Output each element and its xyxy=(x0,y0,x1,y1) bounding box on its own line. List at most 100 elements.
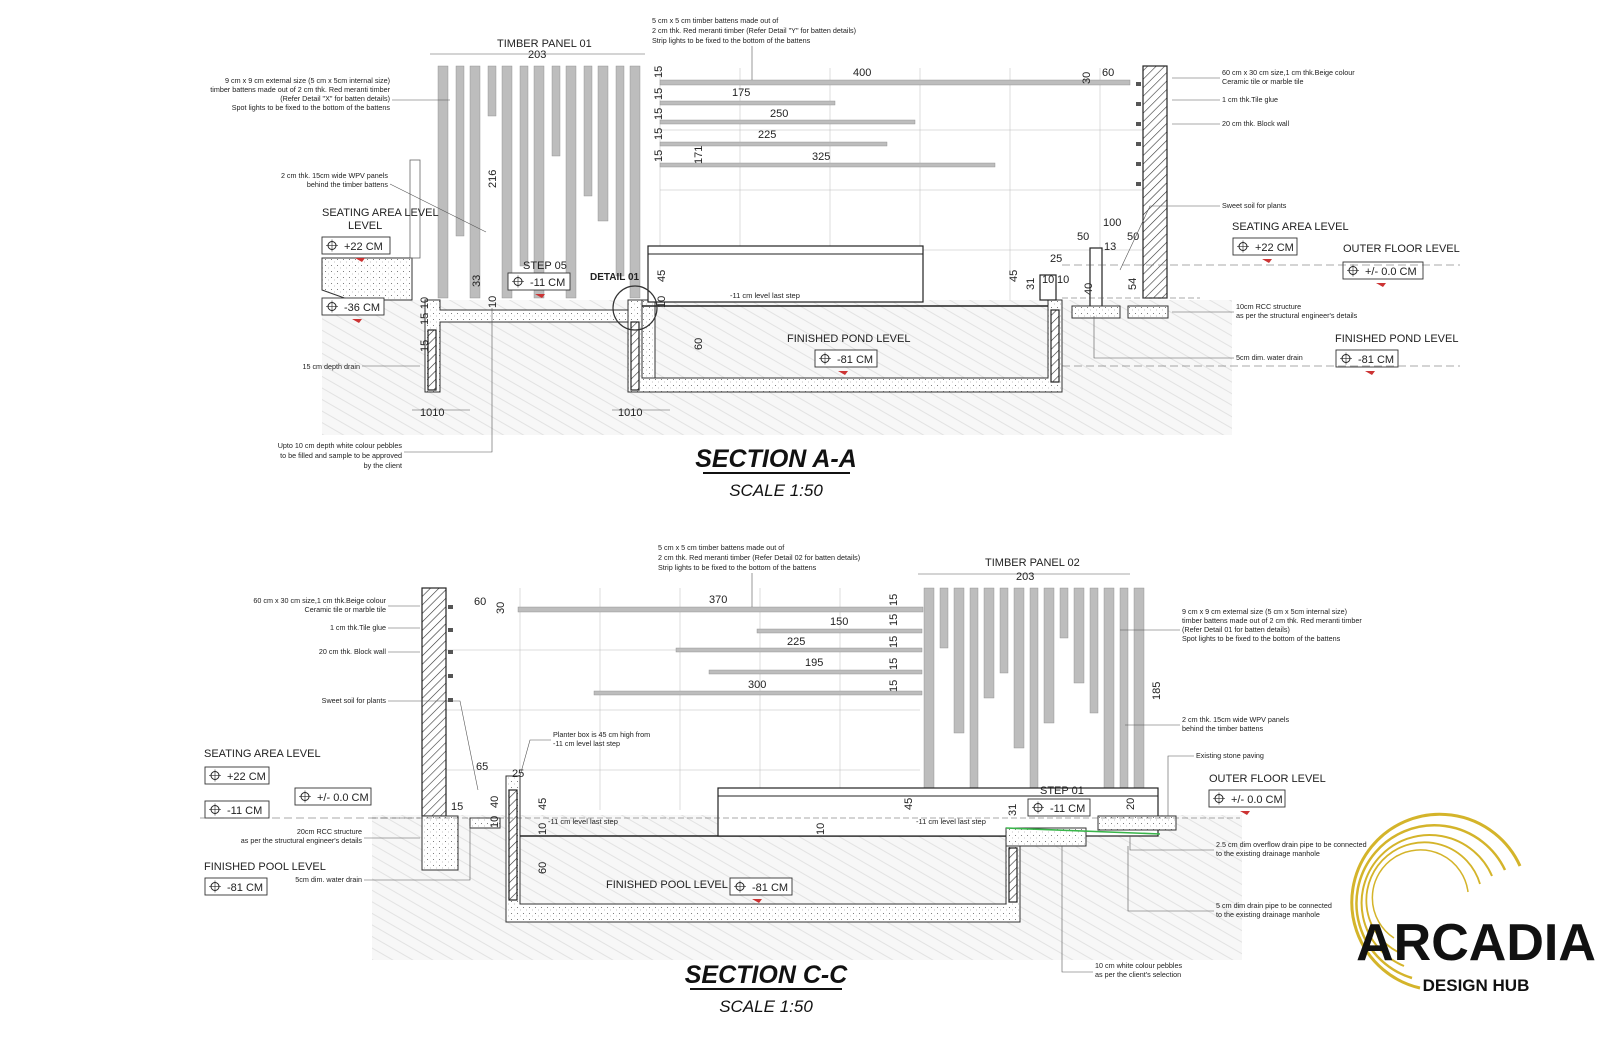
svg-text:Planter box is 45 cm high from: Planter box is 45 cm high from xyxy=(553,730,650,739)
aa-dim-50b: 50 xyxy=(1127,231,1139,243)
cc-note-last-step-b: -11 cm level last step xyxy=(916,817,986,826)
aa-left-slab xyxy=(321,257,413,301)
cc-dim-30: 30 xyxy=(495,602,507,614)
svg-text:behind the timber battens: behind the timber battens xyxy=(1182,724,1264,733)
svg-text:to the existing drainage manho: to the existing drainage manhole xyxy=(1216,910,1320,919)
svg-text:-11 CM: -11 CM xyxy=(227,805,262,817)
aa-note-glue: 1 cm thk.Tile glue xyxy=(1222,95,1278,104)
aa-tag-pond-right: -81 CM xyxy=(1335,349,1399,375)
aa-dim-45a: 45 xyxy=(656,270,668,282)
cc-tag-mid: +/- 0.0 CM xyxy=(294,787,372,806)
svg-text:-11 cm level last step: -11 cm level last step xyxy=(553,739,620,748)
aa-dim-175: 175 xyxy=(732,87,750,99)
svg-text:9 cm x 9 cm external size (5 c: 9 cm x 9 cm external size (5 cm x 5cm in… xyxy=(225,76,390,85)
svg-text:5 cm dim drain pipe to be conn: 5 cm dim drain pipe to be connected xyxy=(1216,901,1332,910)
aa-planter-box xyxy=(647,245,924,303)
aa-dim-171: 171 xyxy=(693,146,705,164)
svg-text:Strip lights to be fixed to th: Strip lights to be fixed to the bottom o… xyxy=(658,563,817,572)
aa-tag-outer: +/- 0.0 CM xyxy=(1342,261,1424,287)
cc-dim-10c: 10 xyxy=(815,823,827,835)
cc-tile-marks xyxy=(448,605,453,702)
aa-tag-left-low: -36 CM xyxy=(321,297,385,323)
logo-sub: DESIGN HUB xyxy=(1423,976,1530,995)
aa-dim-54: 54 xyxy=(1127,278,1139,290)
svg-text:-36 CM: -36 CM xyxy=(344,302,380,314)
cc-dim-25: 25 xyxy=(512,768,524,780)
svg-text:Spot lights to be fixed to the: Spot lights to be fixed to the bottom of… xyxy=(1182,634,1341,643)
aa-note-block: 20 cm thk. Block wall xyxy=(1222,119,1290,128)
aa-pond-wall-left xyxy=(630,321,640,391)
cc-dim-31: 31 xyxy=(1007,804,1019,816)
svg-text:5 cm x 5 cm timber battens mad: 5 cm x 5 cm timber battens made out of xyxy=(658,543,784,552)
cc-pool-wall-right xyxy=(1008,847,1018,903)
svg-text:-11 CM: -11 CM xyxy=(530,277,565,289)
cc-planter-box xyxy=(717,787,1159,837)
aa-dim-325: 325 xyxy=(812,151,830,163)
cc-note-drain5: 5cm dim. water drain xyxy=(295,875,362,884)
aa-note-top-battens: 5 cm x 5 cm timber battens made out of 2… xyxy=(652,16,856,80)
aa-dim-13: 13 xyxy=(1104,241,1116,253)
svg-text:5 cm x 5 cm timber battens mad: 5 cm x 5 cm timber battens made out of xyxy=(652,16,778,25)
svg-text:9 cm x 9 cm external size (5 c: 9 cm x 9 cm external size (5 cm x 5cm in… xyxy=(1182,607,1347,616)
cc-dim-185: 185 xyxy=(1151,682,1163,700)
section-aa: DETAIL 01 TIMBER PANEL 01 203 400 175 25… xyxy=(210,16,1460,500)
svg-text:+/- 0.0 CM: +/- 0.0 CM xyxy=(1231,794,1283,806)
cc-note-top-battens: 5 cm x 5 cm timber battens made out of 2… xyxy=(658,543,860,607)
aa-note-rcc: 10cm RCC structure as per the structural… xyxy=(1172,302,1358,320)
logo-name: ARCADIA xyxy=(1356,914,1596,972)
aa-level-seating-left: SEATING AREA LEVEL xyxy=(322,207,439,219)
svg-text:60 cm x 30 cm size,1 cm thk.Be: 60 cm x 30 cm size,1 cm thk.Beige colour xyxy=(1222,68,1355,77)
cc-dim-45a: 45 xyxy=(537,798,549,810)
aa-dim-10a: 10 xyxy=(487,296,499,308)
aa-dim-225: 225 xyxy=(758,129,776,141)
cc-dim-195: 195 xyxy=(805,657,823,669)
cc-dim-10a: 10 xyxy=(489,816,501,828)
svg-text:+22 CM: +22 CM xyxy=(227,771,266,783)
svg-text:2.5 cm dim overflow drain pipe: 2.5 cm dim overflow drain pipe to be con… xyxy=(1216,840,1367,849)
aa-dim-31: 31 xyxy=(1025,278,1037,290)
cc-level-seating: SEATING AREA LEVEL xyxy=(204,748,321,760)
cc-panel-width: 203 xyxy=(1016,571,1034,583)
svg-text:as per the client's selection: as per the client's selection xyxy=(1095,970,1181,979)
aa-dim-250: 250 xyxy=(770,108,788,120)
aa-tag-seating-left: +22 CM xyxy=(321,236,391,262)
aa-timber-panel xyxy=(437,65,641,299)
cc-ground xyxy=(372,815,1242,960)
svg-text:-81 CM: -81 CM xyxy=(837,354,873,366)
svg-text:10 cm white colour pebbles: 10 cm white colour pebbles xyxy=(1095,961,1183,970)
cc-level-outer: OUTER FLOOR LEVEL xyxy=(1209,773,1326,785)
aa-dim-1010b: 1010 xyxy=(618,407,642,419)
aa-note-drain15: 15 cm depth drain xyxy=(302,362,360,371)
aa-dim-15-10: 15-10 xyxy=(419,297,431,325)
cc-timber-panel xyxy=(923,587,1145,789)
svg-text:behind the timber battens: behind the timber battens xyxy=(307,180,389,189)
arcadia-logo: ARCADIA DESIGN HUB xyxy=(1350,812,1596,995)
svg-text:2 cm thk. Red meranti timber (: 2 cm thk. Red meranti timber (Refer Deta… xyxy=(658,553,860,562)
cc-note-last-step-a: -11 cm level last step xyxy=(548,817,618,826)
svg-text:timber battens made out of 2 c: timber battens made out of 2 cm thk. Red… xyxy=(210,85,390,94)
aa-dim-15d: 15 xyxy=(653,128,665,140)
cc-note-block: 20 cm thk. Block wall xyxy=(319,647,387,656)
cc-note-ext-battens: 9 cm x 9 cm external size (5 cm x 5cm in… xyxy=(1120,607,1362,643)
svg-text:10cm RCC structure: 10cm RCC structure xyxy=(1236,302,1301,311)
cc-tag-seating: +22 CM xyxy=(204,766,270,785)
cc-panel-label: TIMBER PANEL 02 xyxy=(985,557,1080,569)
aa-dim-10d: 10 xyxy=(1042,274,1054,286)
svg-text:to the existing drainage manho: to the existing drainage manhole xyxy=(1216,849,1320,858)
cc-scale: SCALE 1:50 xyxy=(719,997,813,1016)
aa-dim-40: 40 xyxy=(1083,283,1095,295)
cc-dim-40: 40 xyxy=(489,796,501,808)
cc-dim-15e: 15 xyxy=(888,680,900,692)
cc-note-pebbles: 10 cm white colour pebbles as per the cl… xyxy=(1061,846,1183,979)
cc-left-footing xyxy=(421,815,459,871)
cc-note-overflow: 2.5 cm dim overflow drain pipe to be con… xyxy=(1129,836,1367,858)
aa-detail-label: DETAIL 01 xyxy=(590,272,640,283)
cc-dim-15d: 15 xyxy=(888,658,900,670)
aa-note-wpv: 2 cm thk. 15cm wide WPV panels behind th… xyxy=(281,171,487,233)
aa-dim-10c: 10 xyxy=(1057,274,1069,286)
cc-note-tile: 60 cm x 30 cm size,1 cm thk.Beige colour… xyxy=(253,596,420,614)
cc-note-drainpipe: 5 cm dim drain pipe to be connected to t… xyxy=(1127,846,1332,919)
cc-dim-20: 20 xyxy=(1125,798,1137,810)
aa-note-drain5: 5cm dim. water drain xyxy=(1236,353,1303,362)
